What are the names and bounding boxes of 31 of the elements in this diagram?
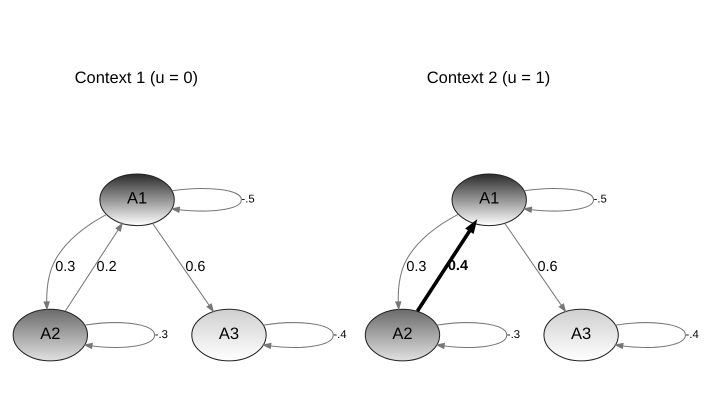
arrow [504, 223, 566, 313]
arrow [416, 219, 478, 312]
edge-label: 0.3 [55, 259, 76, 276]
edge-label: 0.6 [538, 259, 558, 276]
edge-label: 0.6 [185, 259, 206, 276]
node-ellipse: A1 [99, 173, 175, 226]
arrow [262, 322, 334, 350]
node-ellipse: A1 [452, 173, 527, 226]
arrow [435, 322, 508, 350]
arrow [43, 214, 107, 311]
arrow [152, 223, 214, 313]
node-ellipse: A3 [191, 308, 267, 362]
node-ellipse: A3 [543, 308, 619, 362]
label: Context 1 (u = 0) [74, 68, 198, 87]
edge-label: -.4 [686, 328, 699, 341]
edge-label: -.5 [241, 194, 255, 206]
node-ellipse: A2 [364, 308, 440, 362]
edge-label: -.5 [594, 194, 607, 206]
edge-label: -.3 [154, 328, 168, 341]
edge-label: -.4 [333, 328, 347, 341]
arrow [64, 222, 124, 312]
edge-label: 0.2 [96, 259, 117, 276]
node-ellipse: A2 [12, 308, 88, 362]
edge-label: 0.3 [406, 259, 426, 276]
arrow [83, 322, 156, 350]
arrow [522, 188, 594, 214]
label: Context 2 (u = 1) [426, 68, 550, 87]
arrow [614, 322, 686, 350]
edge-label: -.3 [506, 328, 520, 341]
arrow [395, 214, 458, 311]
arrow [170, 188, 242, 214]
